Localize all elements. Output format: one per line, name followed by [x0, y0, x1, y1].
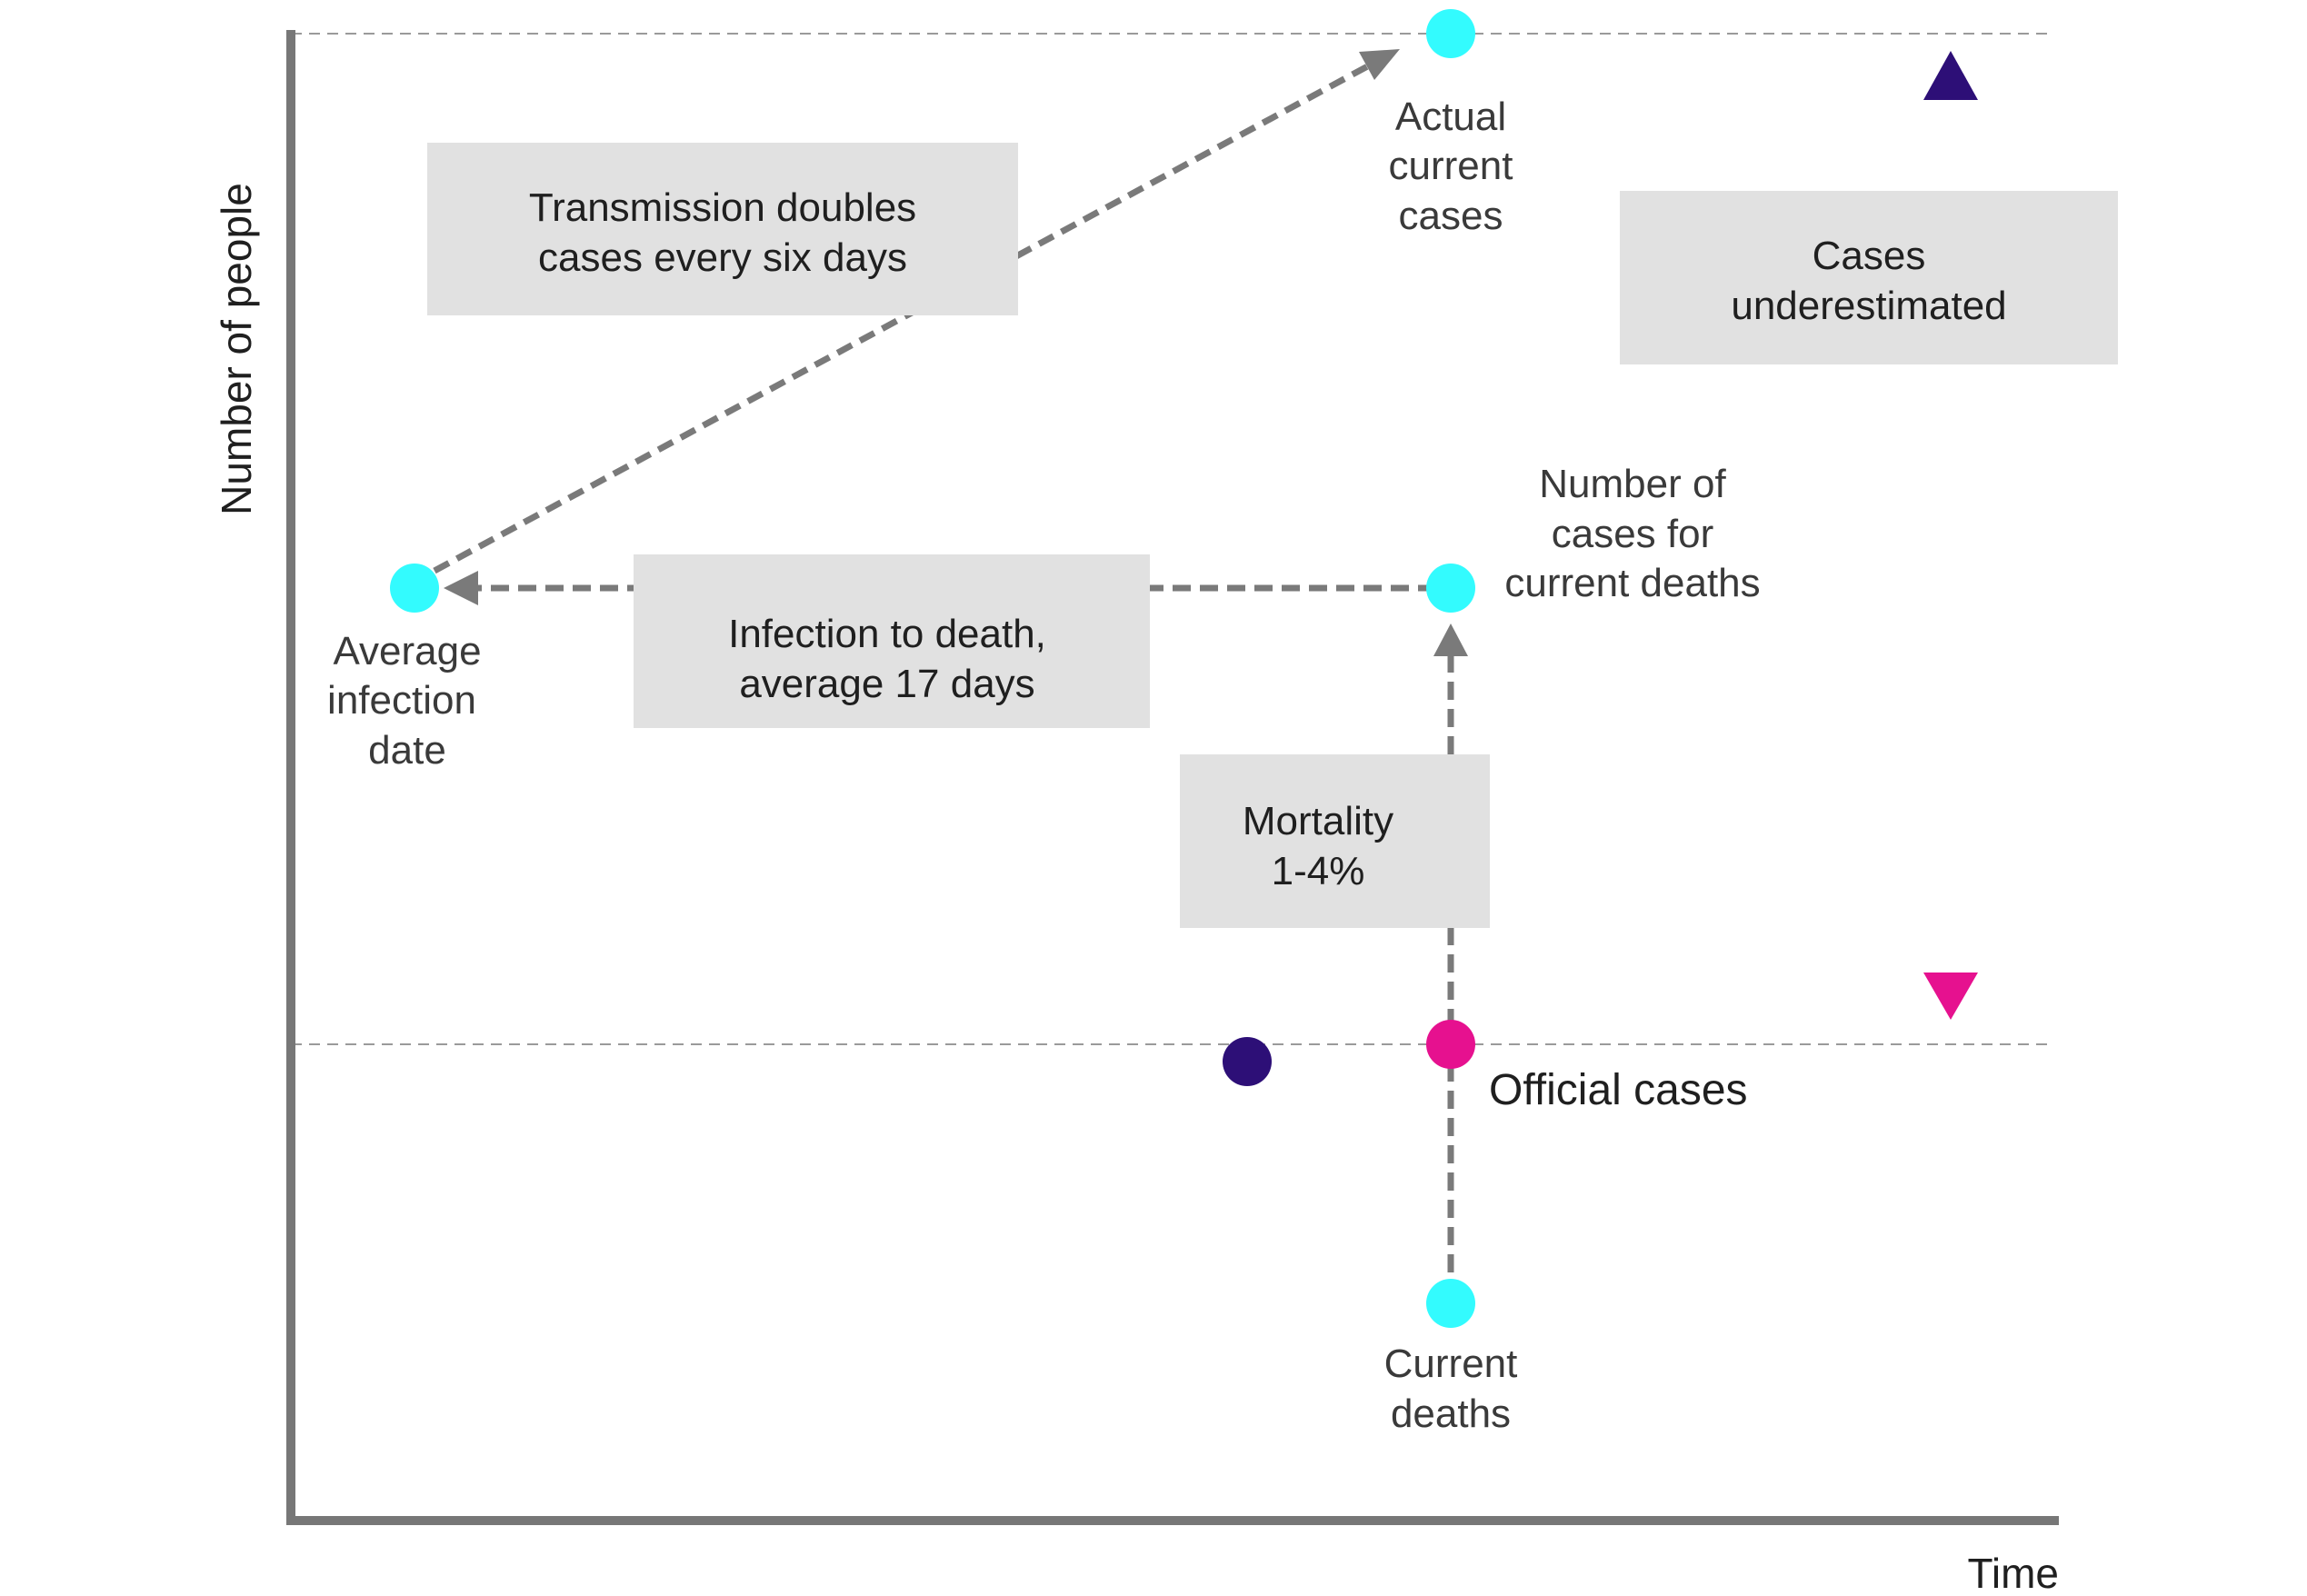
mortality-box-line-1: Mortality [1243, 799, 1393, 843]
mortality-arrowhead-icon [1433, 623, 1468, 656]
transmission-box-line-1: Transmission doubles [529, 185, 916, 230]
actual-current-cases-label: Actual current cases [1389, 95, 1513, 238]
average-infection-date-dot [390, 564, 439, 613]
underestimated-box-line-1: Cases [1813, 234, 1926, 278]
current-deaths-label: Current deaths [1384, 1342, 1518, 1436]
cases-for-current-deaths-dot [1426, 564, 1475, 613]
current-deaths-dot [1426, 1279, 1475, 1328]
underestimated-box-line-2: underestimated [1731, 284, 2006, 328]
cases-for-current-deaths-label-line-2: cases for [1552, 512, 1714, 556]
average-infection-date-label-line-2: infection [327, 678, 476, 723]
navy-dot [1223, 1037, 1272, 1086]
current-deaths-label-line-2: deaths [1391, 1392, 1511, 1436]
cases-for-current-deaths-label-line-1: Number of [1539, 462, 1726, 506]
average-infection-date-label-line-1: Average [333, 629, 481, 673]
underestimated-box: Cases underestimated [1620, 191, 2118, 364]
actual-current-cases-dot [1426, 9, 1475, 58]
actual-current-cases-label-line-2: current [1389, 144, 1513, 188]
transmission-arrowhead-icon [1359, 49, 1400, 80]
transmission-box-line-2: cases every six days [538, 235, 907, 280]
infection-to-death-box-line-2: average 17 days [739, 662, 1034, 706]
transmission-arrow-line [433, 60, 1374, 574]
official-cases-label: Official cases [1489, 1066, 1748, 1114]
cases-for-current-deaths-label: Number of cases for current deaths [1504, 462, 1760, 605]
mortality-box: Mortality 1-4% [1180, 754, 1490, 928]
average-infection-date-label-line-3: date [368, 728, 446, 773]
infection-to-death-box-line-1: Infection to death, [728, 612, 1046, 656]
official-cases-dot [1426, 1020, 1475, 1069]
underestimated-arrowhead-down-icon [1923, 973, 1978, 1020]
current-deaths-label-line-1: Current [1384, 1342, 1518, 1386]
underestimated-arrowhead-up-icon [1923, 51, 1978, 100]
infection-to-death-box: Infection to death, average 17 days [634, 554, 1150, 728]
actual-current-cases-label-line-3: cases [1399, 194, 1503, 238]
mortality-box-line-2: 1-4% [1272, 849, 1365, 893]
transmission-box: Transmission doubles cases every six day… [427, 143, 1018, 315]
actual-current-cases-label-line-1: Actual [1395, 95, 1506, 139]
average-infection-date-label: Average infection date [327, 629, 481, 773]
x-axis-label: Time [1967, 1550, 2059, 1596]
cases-for-current-deaths-label-line-3: current deaths [1504, 561, 1760, 605]
infection-to-death-arrowhead-icon [444, 571, 478, 605]
y-axis-label: Number of people [213, 183, 260, 515]
